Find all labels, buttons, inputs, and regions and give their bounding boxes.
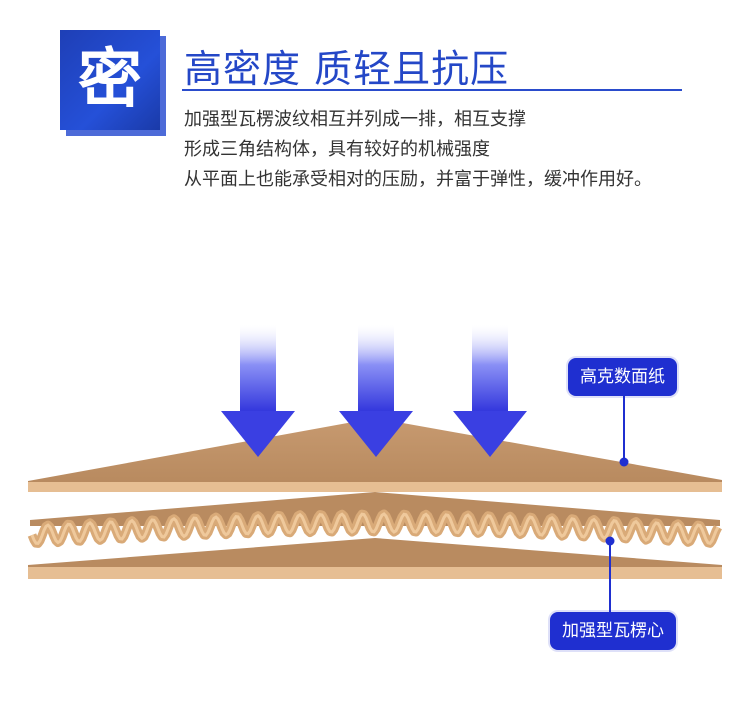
bottom-liner-board xyxy=(28,538,722,568)
top-liner-label: 高克数面纸 xyxy=(568,358,677,396)
bottom-liner-edge xyxy=(28,567,722,579)
corrugated-diagram xyxy=(27,325,722,612)
bottom-callout-dot xyxy=(605,536,615,546)
description-line-1: 加强型瓦楞波纹相互并列成一排，相互支撑 xyxy=(184,109,526,130)
down-arrow-icon xyxy=(453,325,527,457)
top-callout-dot xyxy=(619,457,629,467)
description-line-3: 从平面上也能承受相对的压励，并富于弹性，缓冲作用好。 xyxy=(184,169,652,190)
down-arrow-icon xyxy=(339,325,413,457)
down-arrow-icon xyxy=(221,325,295,457)
flute-core-label: 加强型瓦楞心 xyxy=(550,612,676,650)
badge-glyph: 密 xyxy=(78,43,142,117)
density-badge: 密 xyxy=(60,30,166,136)
top-liner-edge xyxy=(28,482,722,492)
corrugated-flute-shade xyxy=(30,512,720,545)
title-divider xyxy=(182,89,682,91)
badge-face: 密 xyxy=(60,30,160,130)
description: 加强型瓦楞波纹相互并列成一排，相互支撑 形成三角结构体，具有较好的机械强度 从平… xyxy=(184,105,652,195)
description-line-2: 形成三角结构体，具有较好的机械强度 xyxy=(184,139,490,160)
pressure-arrows xyxy=(221,325,527,457)
page-title: 高密度 质轻且抗压 xyxy=(184,47,510,91)
